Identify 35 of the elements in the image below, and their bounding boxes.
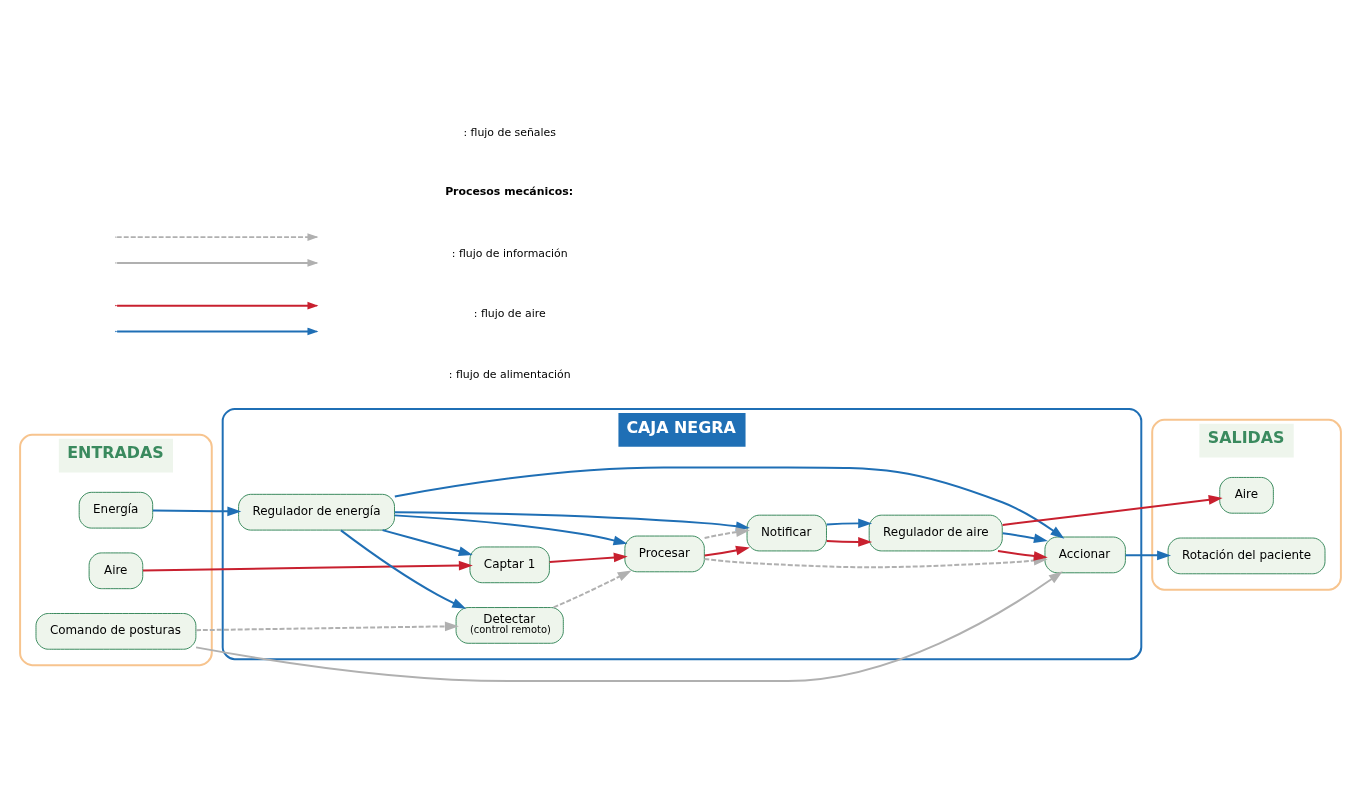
node-box: Rotación del paciente (1167, 537, 1326, 575)
legend-label: : flujo de aire (473, 307, 546, 321)
arrow (195, 571, 1063, 683)
arrow (1001, 532, 1048, 544)
arrow (1001, 494, 1223, 526)
legend-label: : flujo de información (451, 246, 568, 260)
arrow (825, 518, 873, 529)
legend-label: : flujo de señales (463, 125, 556, 139)
node-box: Procesar (624, 535, 705, 573)
node-box: Notificar (746, 514, 827, 552)
arrow (825, 537, 873, 547)
node-box: Regulador de aire (868, 514, 1003, 552)
arrow (393, 466, 1065, 539)
legend-label: : flujo de alimentación (448, 367, 571, 381)
node-box: Comando de posturas (35, 613, 197, 650)
arrow (552, 570, 632, 609)
node-box: Aire (88, 552, 144, 590)
arrow (703, 545, 750, 557)
label: Procesos mecánicos: (445, 185, 574, 199)
arrow (393, 514, 628, 546)
arrow (548, 552, 628, 564)
arrow (1124, 550, 1172, 561)
arrow (997, 549, 1048, 561)
node-box: Accionar (1044, 536, 1126, 574)
arrow (141, 560, 473, 572)
node-box: Energía (78, 491, 154, 529)
arrow (339, 529, 467, 609)
node-box: Regulador de energía (238, 493, 395, 531)
arrow (703, 527, 750, 539)
arrow (151, 506, 242, 517)
node-box: Captar 1 (469, 546, 550, 584)
node-box: Detectar (control remoto) (455, 607, 564, 644)
arrow (195, 621, 459, 632)
arrow (381, 529, 473, 556)
node-box: Aire (1219, 476, 1274, 514)
